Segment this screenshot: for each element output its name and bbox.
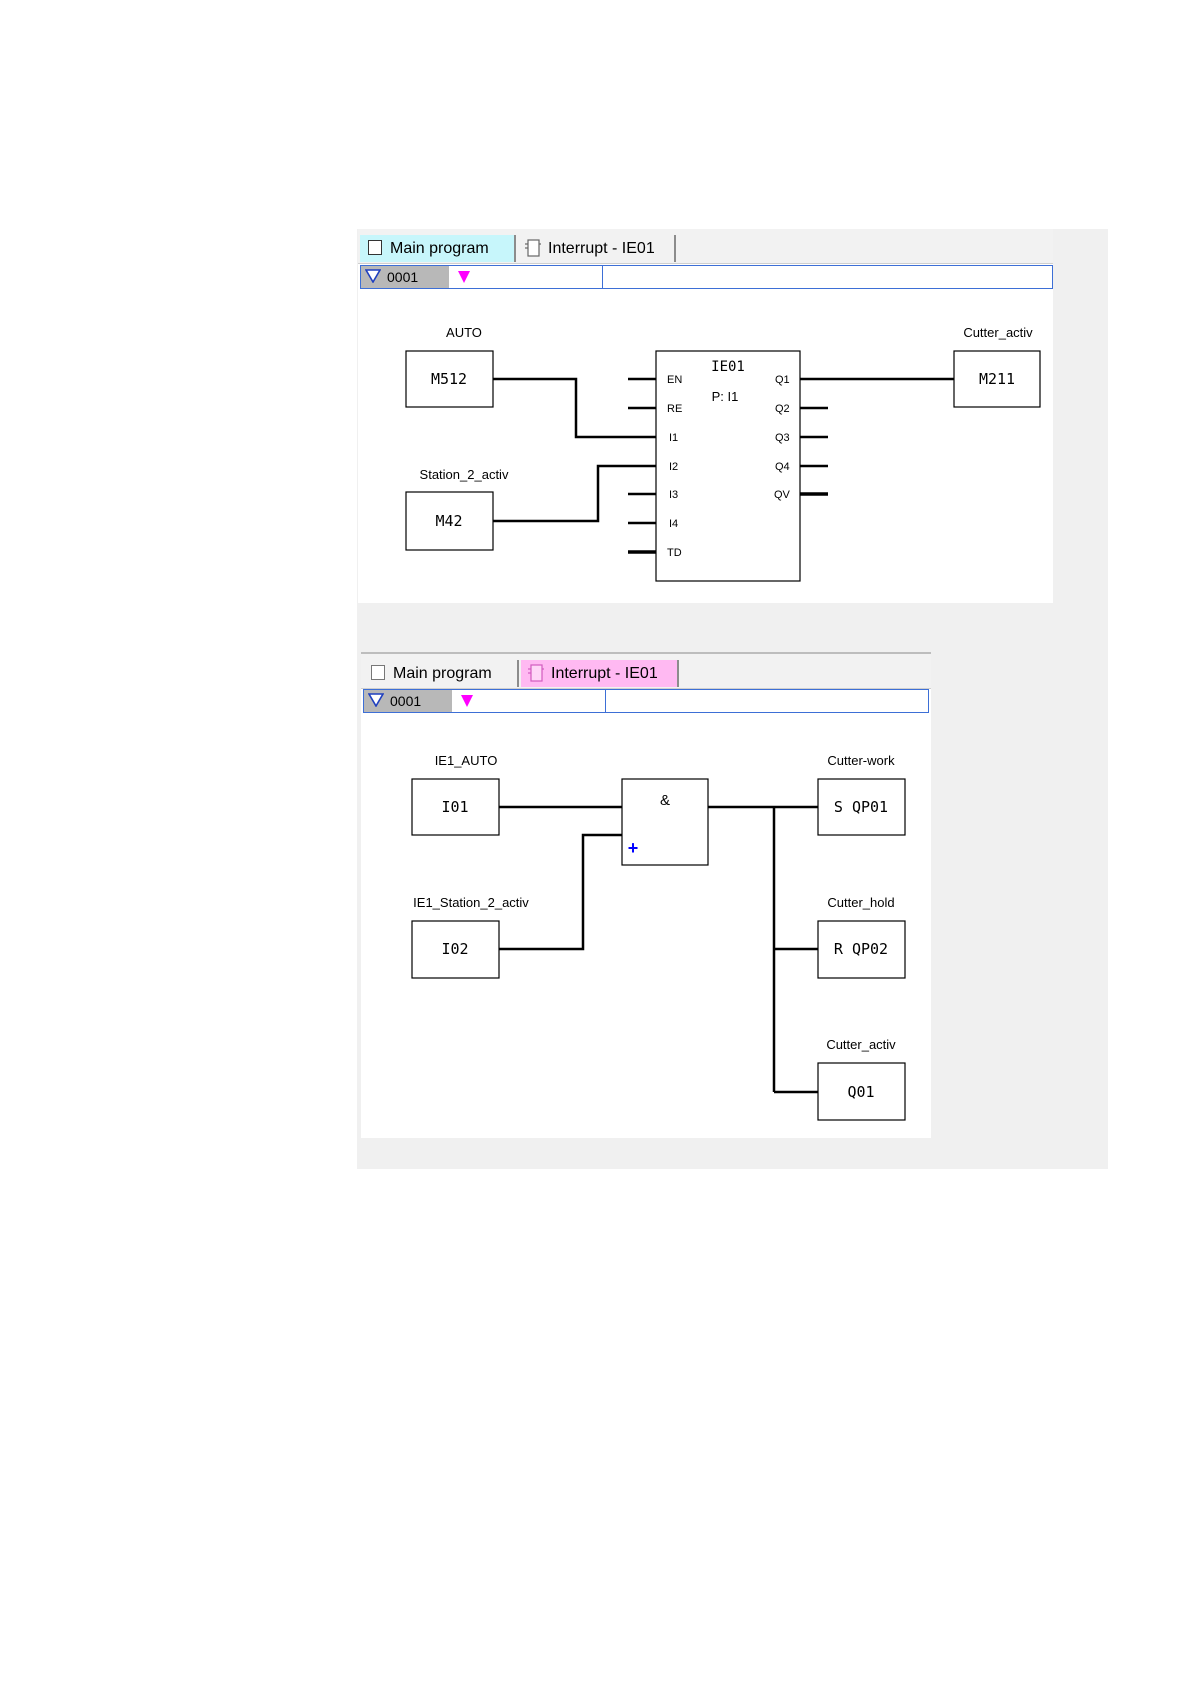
operand-comment: Cutter_activ	[963, 325, 1033, 340]
operand-name: M211	[979, 370, 1015, 388]
interrupt-ie01-editor: Main program Interrupt - IE01 0001 IE1	[361, 652, 931, 1138]
ladder-diagram: IE1_AUTO I01 IE1_Station_2_activ I02 & +	[361, 654, 931, 1138]
coil-s-qp01[interactable]: Cutter-work S QP01	[818, 753, 905, 835]
and-symbol: &	[660, 792, 670, 809]
operand-name: R QP02	[834, 940, 888, 958]
pin-qv: QV	[774, 489, 791, 501]
input-pin-stubs	[628, 379, 656, 552]
operand-comment: Station_2_activ	[420, 467, 509, 482]
pin-q4: Q4	[775, 461, 790, 473]
pin-td: TD	[667, 547, 682, 559]
pin-re: RE	[667, 403, 682, 415]
output-pin-stubs	[800, 408, 828, 494]
main-program-editor: Main program Interrupt - IE01 0001 AUT	[358, 229, 1053, 603]
operand-name: I01	[441, 798, 468, 816]
coil-r-qp02[interactable]: Cutter_hold R QP02	[818, 895, 905, 978]
operand-name: Q01	[847, 1083, 874, 1101]
pin-i3: I3	[669, 489, 678, 501]
contact-m512[interactable]: AUTO M512	[406, 325, 493, 407]
block-name: IE01	[711, 359, 745, 375]
coil-m211[interactable]: Cutter_activ M211	[954, 325, 1040, 407]
and-gate[interactable]: & +	[622, 779, 708, 865]
operand-name: M42	[435, 512, 462, 530]
coil-q01[interactable]: Cutter_activ Q01	[818, 1037, 905, 1120]
operand-comment: IE1_Station_2_activ	[413, 895, 529, 910]
operand-comment: Cutter-work	[827, 753, 895, 768]
pin-q2: Q2	[775, 403, 790, 415]
pin-q1: Q1	[775, 374, 790, 386]
contact-m42[interactable]: Station_2_activ M42	[406, 467, 509, 550]
ladder-diagram: AUTO M512 Station_2_activ M42 IE01 P: I1	[358, 229, 1053, 603]
operand-name: I02	[441, 940, 468, 958]
operand-name: S QP01	[834, 798, 888, 816]
operand-comment: Cutter_activ	[826, 1037, 896, 1052]
pin-en: EN	[667, 374, 682, 386]
operand-comment: Cutter_hold	[827, 895, 894, 910]
contact-i01[interactable]: IE1_AUTO I01	[412, 753, 499, 835]
add-input-plus-icon[interactable]: +	[628, 838, 639, 858]
pin-i4: I4	[669, 518, 678, 530]
operand-comment: IE1_AUTO	[435, 753, 498, 768]
pin-i1: I1	[669, 432, 678, 444]
contact-i02[interactable]: IE1_Station_2_activ I02	[412, 895, 529, 978]
pin-i2: I2	[669, 461, 678, 473]
block-parameter: P: I1	[712, 389, 739, 404]
operand-name: M512	[431, 370, 467, 388]
function-block-ie01[interactable]: IE01 P: I1 EN RE I1 I2 I3	[628, 351, 828, 581]
operand-comment: AUTO	[446, 325, 482, 340]
pin-q3: Q3	[775, 432, 790, 444]
